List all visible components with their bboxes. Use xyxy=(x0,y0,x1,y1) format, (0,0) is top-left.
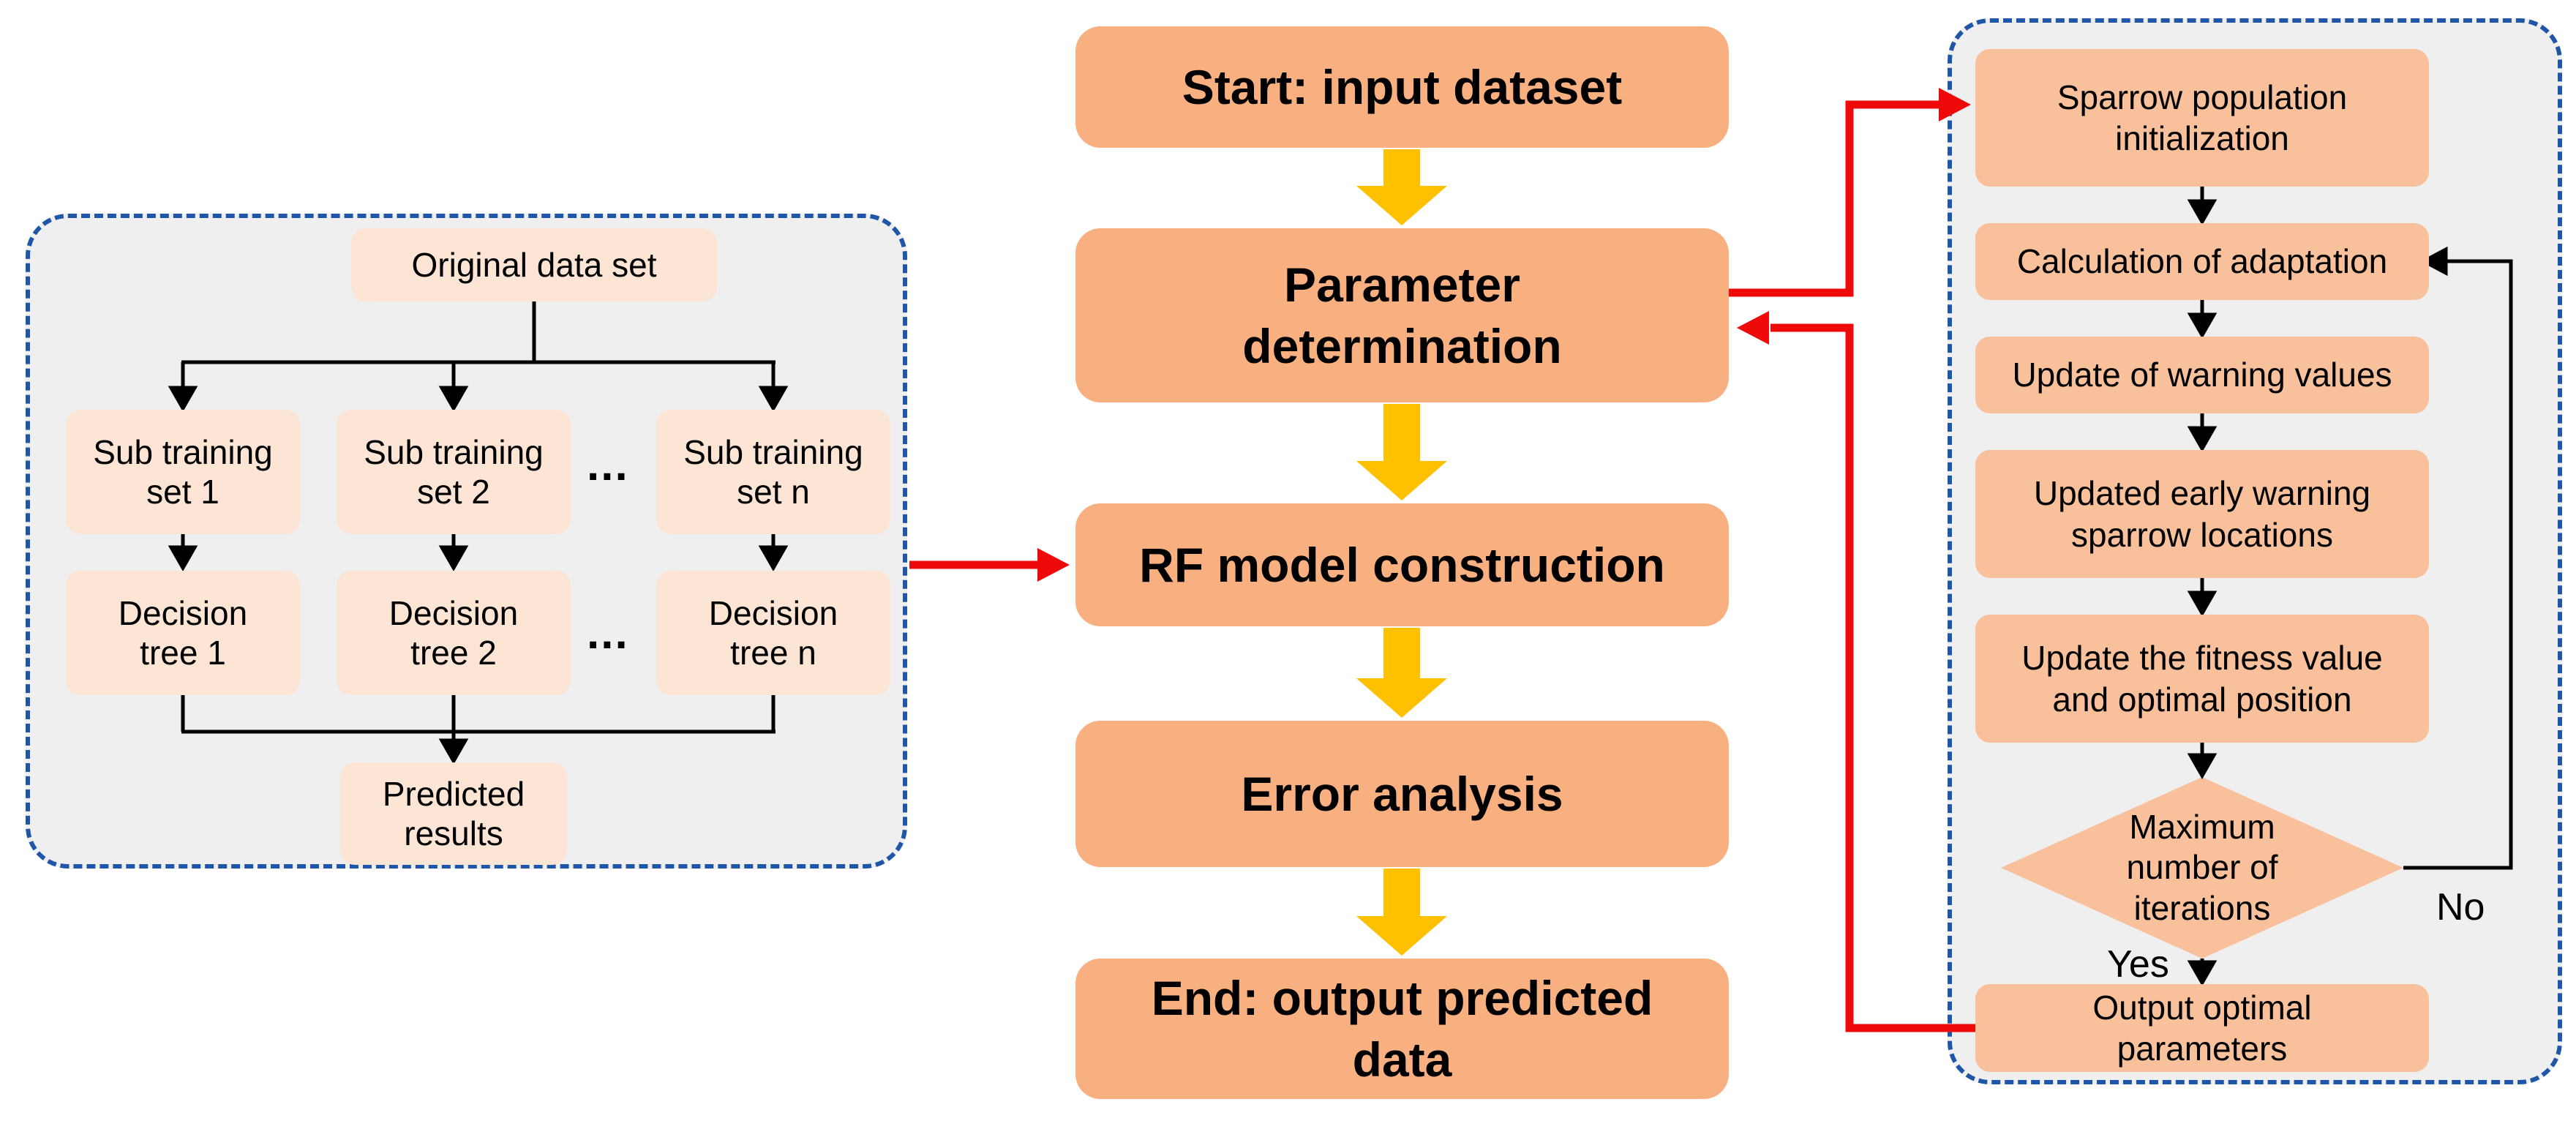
node-sub-training-set-2: Sub training set 2 xyxy=(337,410,571,534)
node-update-fitness-value-optimal-position: Update the fitness value and optimal pos… xyxy=(1975,615,2429,743)
red-arrowhead-to-rf xyxy=(1037,548,1070,582)
node-predicted-results: Predicted results xyxy=(340,762,567,865)
ellipsis-decision-tree: ... xyxy=(587,608,629,659)
yellow-arrow-rf-to-error xyxy=(1356,628,1447,718)
yellow-arrow-error-to-end xyxy=(1356,869,1447,956)
red-line-parameter-to-init xyxy=(1729,100,1940,297)
node-output-optimal-parameters: Output optimal parameters xyxy=(1975,984,2429,1072)
node-end-output-predicted-data: End: output predicted data xyxy=(1075,959,1729,1099)
label-yes: Yes xyxy=(2107,943,2169,986)
node-parameter-determination: Parameter determination xyxy=(1075,228,1729,402)
diamond-max-iterations-label: Maximum number of iterations xyxy=(2126,808,2278,927)
ellipsis-sub-training: ... xyxy=(587,440,629,490)
yellow-arrow-parameter-to-rf xyxy=(1356,404,1447,500)
node-decision-tree-1: Decision tree 1 xyxy=(66,571,300,695)
node-sub-training-set-n: Sub training set n xyxy=(656,410,890,534)
node-decision-tree-2: Decision tree 2 xyxy=(337,571,571,695)
yellow-arrow-start-to-parameter xyxy=(1356,149,1447,225)
node-sub-training-set-1: Sub training set 1 xyxy=(66,410,300,534)
node-update-of-warning-values: Update of warning values xyxy=(1975,337,2429,413)
node-rf-model-construction: RF model construction xyxy=(1075,503,1729,626)
label-no: No xyxy=(2436,886,2485,929)
node-original-data-set: Original data set xyxy=(351,228,717,301)
node-sparrow-population-initialization: Sparrow population initialization xyxy=(1975,49,2429,187)
node-decision-tree-n: Decision tree n xyxy=(656,571,890,695)
node-error-analysis: Error analysis xyxy=(1075,721,1729,867)
red-arrowhead-to-parameter xyxy=(1737,311,1769,345)
node-calculation-of-adaptation: Calculation of adaptation xyxy=(1975,223,2429,300)
node-start-input-dataset: Start: input dataset xyxy=(1075,26,1729,148)
node-updated-early-warning-sparrow-locations: Updated early warning sparrow locations xyxy=(1975,450,2429,578)
red-line-output-to-parameter xyxy=(1770,323,1975,1032)
